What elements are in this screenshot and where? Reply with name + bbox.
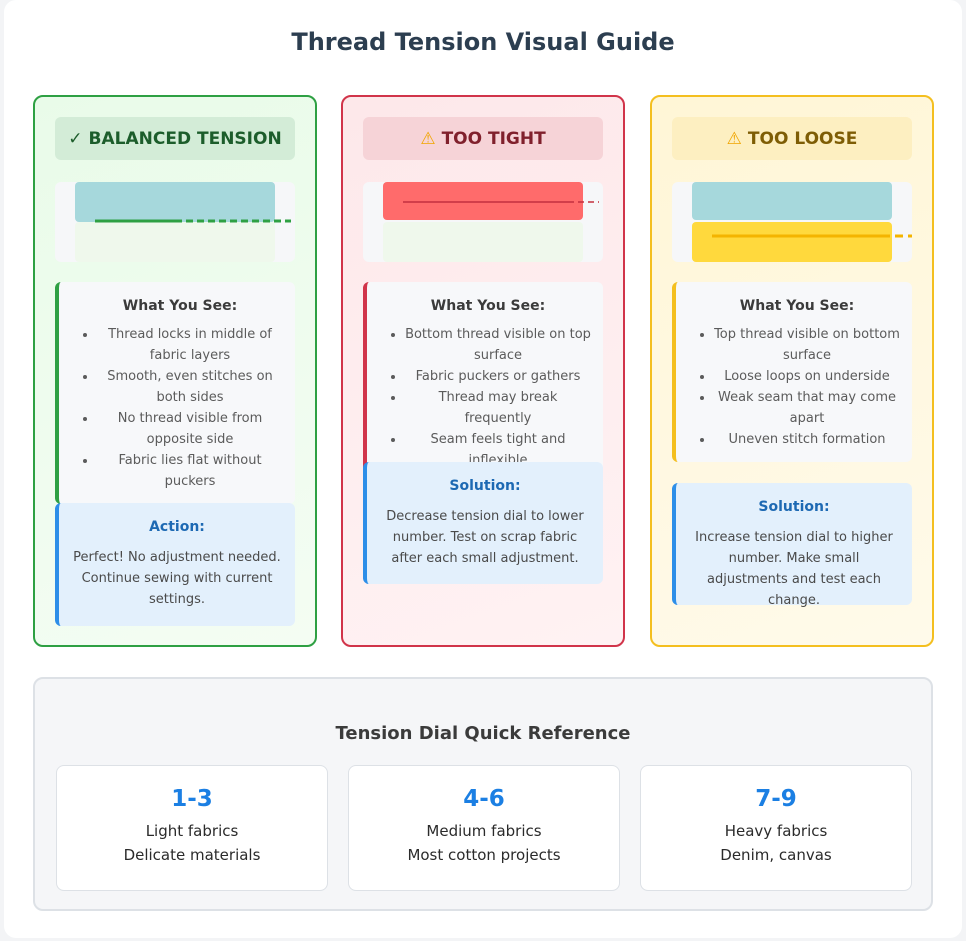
stitch-illustration [672, 182, 912, 262]
solution-text: Decrease tension dial to lower number. T… [386, 509, 584, 566]
card-header-label: TOO TIGHT [441, 128, 546, 149]
card-header: ⚠ TOO TIGHT [363, 117, 603, 160]
list-item: Weak seam that may come apart [714, 387, 900, 429]
bottom-fabric-layer [692, 222, 892, 262]
reference-title: Tension Dial Quick Reference [335, 723, 631, 744]
range-number: 7-9 [755, 786, 797, 812]
thread-line [403, 201, 599, 203]
thread-line [95, 219, 291, 223]
top-fabric-layer [692, 182, 892, 220]
what-you-see-panel: What You See: Bottom thread visible on t… [363, 282, 603, 483]
bottom-fabric-layer [75, 222, 275, 262]
stitch-illustration [55, 182, 295, 262]
list-item: No thread visible from opposite side [97, 408, 283, 450]
top-fabric-layer [383, 182, 583, 220]
list-item: Smooth, even stitches on both sides [97, 366, 283, 408]
range-card-light: 1-3 Light fabrics Delicate materials [56, 765, 328, 891]
checkmark-icon: ✓ [68, 128, 83, 149]
list-item: Thread locks in middle of fabric layers [97, 324, 283, 366]
what-you-see-title: What You See: [739, 298, 855, 314]
solution-title: Solution: [758, 499, 830, 515]
card-too-loose: ⚠ TOO LOOSE What You See: Top thread vis… [650, 95, 934, 647]
list-item: Bottom thread visible on top surface [405, 324, 591, 366]
range-fabric: Light fabrics [145, 822, 239, 840]
range-example: Most cotton projects [407, 846, 561, 864]
range-example: Denim, canvas [720, 846, 832, 864]
card-header: ✓ BALANCED TENSION [55, 117, 295, 160]
list-item: Fabric lies flat without puckers [97, 450, 283, 492]
card-too-tight: ⚠ TOO TIGHT What You See: Bottom thread … [341, 95, 625, 647]
card-header: ⚠ TOO LOOSE [672, 117, 912, 160]
what-you-see-title: What You See: [122, 298, 238, 314]
top-fabric-layer [75, 182, 275, 222]
what-you-see-title: What You See: [430, 298, 546, 314]
what-you-see-panel: What You See: Thread locks in middle of … [55, 282, 295, 504]
card-header-label: TOO LOOSE [747, 128, 858, 149]
what-you-see-panel: What You See: Top thread visible on bott… [672, 282, 912, 462]
list-item: Uneven stitch formation [714, 429, 900, 450]
list-item: Loose loops on underside [714, 366, 900, 387]
solution-title: Solution: [449, 478, 521, 494]
warning-icon: ⚠ [420, 128, 436, 149]
range-example: Delicate materials [123, 846, 261, 864]
action-title: Action: [149, 519, 205, 535]
stitch-illustration [363, 182, 603, 262]
card-header-label: BALANCED TENSION [88, 128, 282, 149]
range-card-heavy: 7-9 Heavy fabrics Denim, canvas [640, 765, 912, 891]
range-number: 1-3 [171, 786, 213, 812]
action-panel: Action: Perfect! No adjustment needed. C… [55, 503, 295, 626]
range-fabric: Medium fabrics [426, 822, 542, 840]
solution-panel: Solution: Decrease tension dial to lower… [363, 462, 603, 584]
range-fabric: Heavy fabrics [724, 822, 828, 840]
warning-icon: ⚠ [726, 128, 742, 149]
card-balanced-tension: ✓ BALANCED TENSION What You See: Thread … [33, 95, 317, 647]
range-number: 4-6 [463, 786, 505, 812]
solution-text: Increase tension dial to higher number. … [695, 530, 893, 608]
list-item: Top thread visible on bottom surface [714, 324, 900, 366]
solution-panel: Solution: Increase tension dial to highe… [672, 483, 912, 608]
range-card-medium: 4-6 Medium fabrics Most cotton projects [348, 765, 620, 891]
tension-dial-reference: Tension Dial Quick Reference 1-3 Light f… [33, 677, 933, 911]
thread-line [712, 234, 912, 238]
action-text: Perfect! No adjustment needed. Continue … [73, 550, 281, 607]
list-item: Fabric puckers or gathers [405, 366, 591, 387]
bottom-fabric-layer [383, 222, 583, 262]
list-item: Thread may break frequently [405, 387, 591, 429]
page-title: Thread Tension Visual Guide [291, 28, 675, 56]
